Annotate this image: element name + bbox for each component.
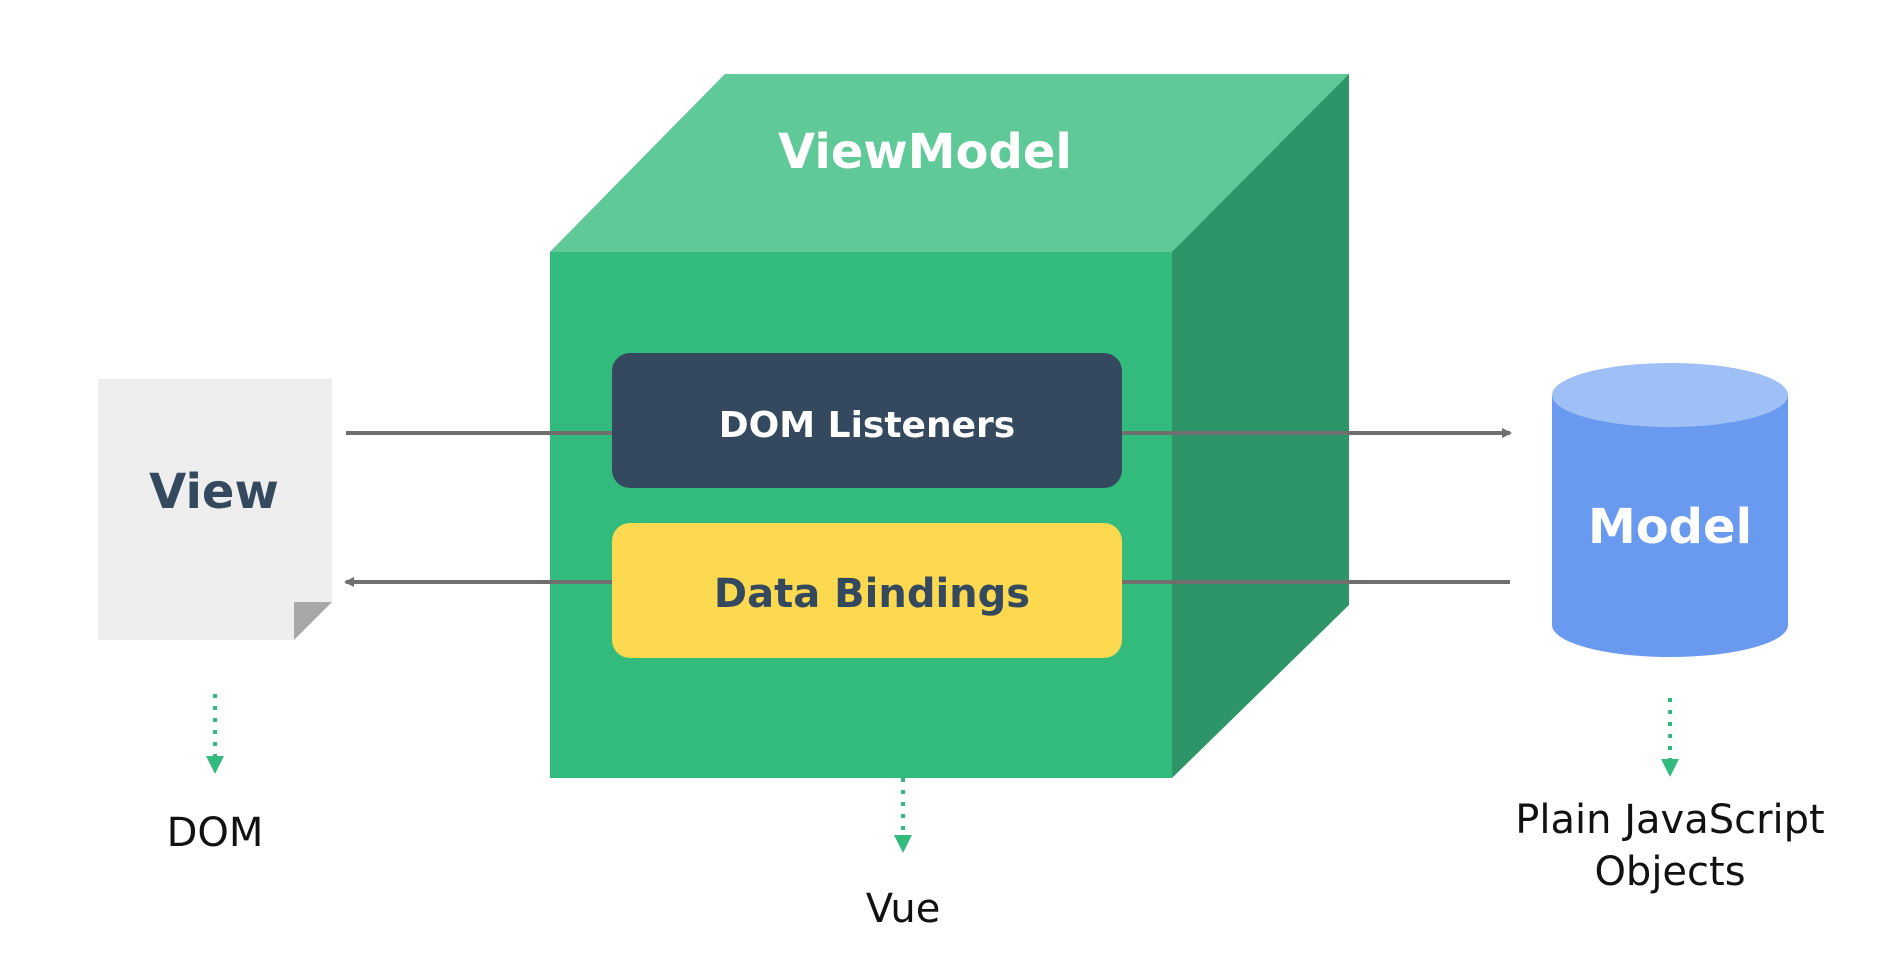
- viewmodel-title: ViewModel: [778, 124, 1072, 180]
- viewmodel-cube: [550, 74, 1349, 778]
- model-title: Model: [1588, 499, 1752, 555]
- view-title: View: [149, 464, 279, 520]
- dom-listeners-box: [612, 353, 1122, 488]
- viewmodel-caption: Vue: [866, 886, 941, 932]
- model-caption-line1: Plain JavaScript: [1515, 797, 1824, 843]
- data-bindings-label: Data Bindings: [714, 571, 1030, 617]
- model-database-cylinder-icon: [1552, 363, 1788, 657]
- model-caption-line2: Objects: [1594, 849, 1745, 895]
- dom-listeners-label: DOM Listeners: [719, 405, 1015, 446]
- view-document-icon: [98, 379, 332, 640]
- view-caption: DOM: [167, 810, 264, 856]
- data-bindings-box: [612, 523, 1122, 658]
